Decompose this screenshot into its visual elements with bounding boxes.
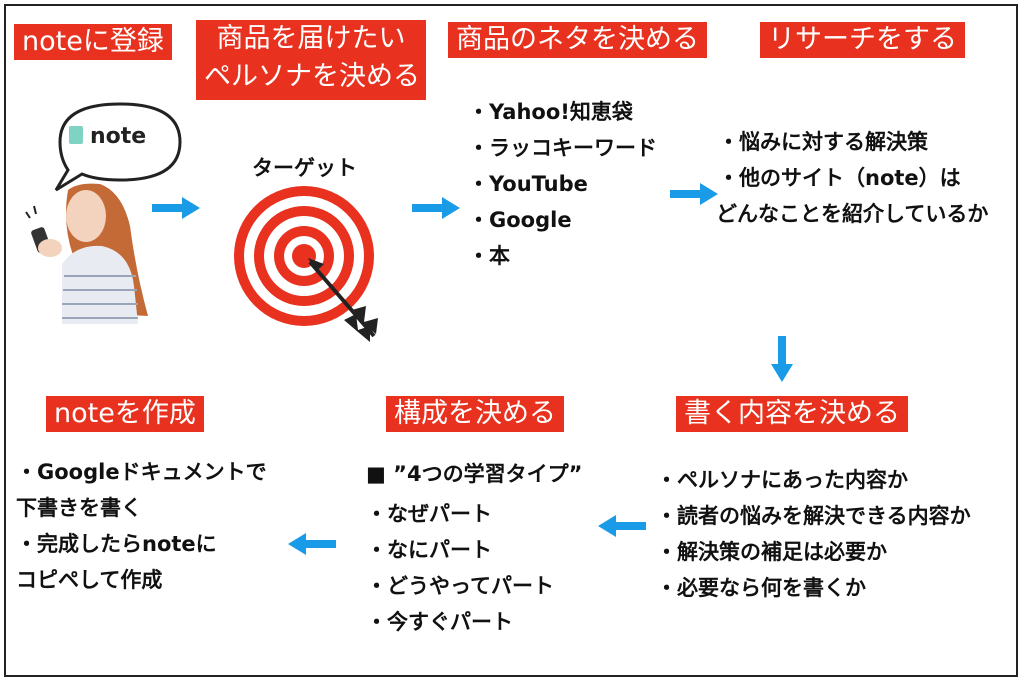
content-item: ・ペルソナにあった内容か — [656, 468, 908, 492]
step-create: noteを作成 — [46, 396, 204, 432]
arrow-left-icon — [288, 533, 336, 555]
create-item: ・完成したらnoteに — [16, 532, 217, 556]
research-item: ・他のサイト（note）は — [718, 166, 961, 190]
arrow-right-icon — [412, 197, 460, 219]
create-item: ・Googleドキュメントで — [16, 460, 267, 484]
step-content: 書く内容を決める — [676, 396, 908, 432]
step-register: noteに登録 — [14, 24, 172, 60]
research-item: ・悩みに対する解決策 — [718, 130, 928, 154]
step-persona-line1: 商品を届けたい — [216, 23, 406, 54]
create-item: コピペして作成 — [16, 568, 163, 592]
arrow-right-icon — [670, 183, 718, 205]
target-icon — [234, 186, 378, 342]
step-topic: 商品のネタを決める — [448, 22, 707, 58]
content-item: ・必要なら何を書くか — [656, 576, 866, 600]
topic-item: ・Yahoo!知恵袋 — [468, 100, 633, 124]
structure-item: ・なぜパート — [366, 502, 492, 526]
content-item: ・解決策の補足は必要か — [656, 540, 887, 564]
note-logo-text: note — [90, 124, 146, 149]
structure-item: ・どうやってパート — [366, 574, 554, 598]
step-structure: 構成を決める — [386, 396, 564, 432]
target-label: ターゲット — [252, 156, 357, 180]
arrow-right-icon — [152, 197, 200, 219]
structure-item: ・なにパート — [366, 538, 492, 562]
arrow-left-icon — [598, 515, 646, 537]
structure-heading: ■ ”4つの学習タイプ” — [366, 462, 583, 486]
topic-item: ・Google — [468, 208, 572, 232]
content-item: ・読者の悩みを解決できる内容か — [656, 504, 971, 528]
step-persona-line2: ペルソナを決める — [204, 61, 420, 92]
research-item: どんなことを紹介しているか — [716, 202, 989, 226]
topic-item: ・ラッコキーワード — [468, 136, 657, 160]
topic-item: ・YouTube — [468, 172, 588, 196]
step-persona: 商品を届けたい ペルソナを決める — [196, 20, 426, 100]
create-item: 下書きを書く — [16, 496, 142, 520]
woman-with-phone-illustration: note — [25, 102, 182, 324]
structure-item: ・今すぐパート — [366, 610, 513, 634]
step-research: リサーチをする — [760, 22, 965, 58]
diagram-frame — [4, 4, 1018, 677]
topic-item: ・本 — [468, 244, 510, 268]
arrow-down-icon — [771, 336, 793, 382]
